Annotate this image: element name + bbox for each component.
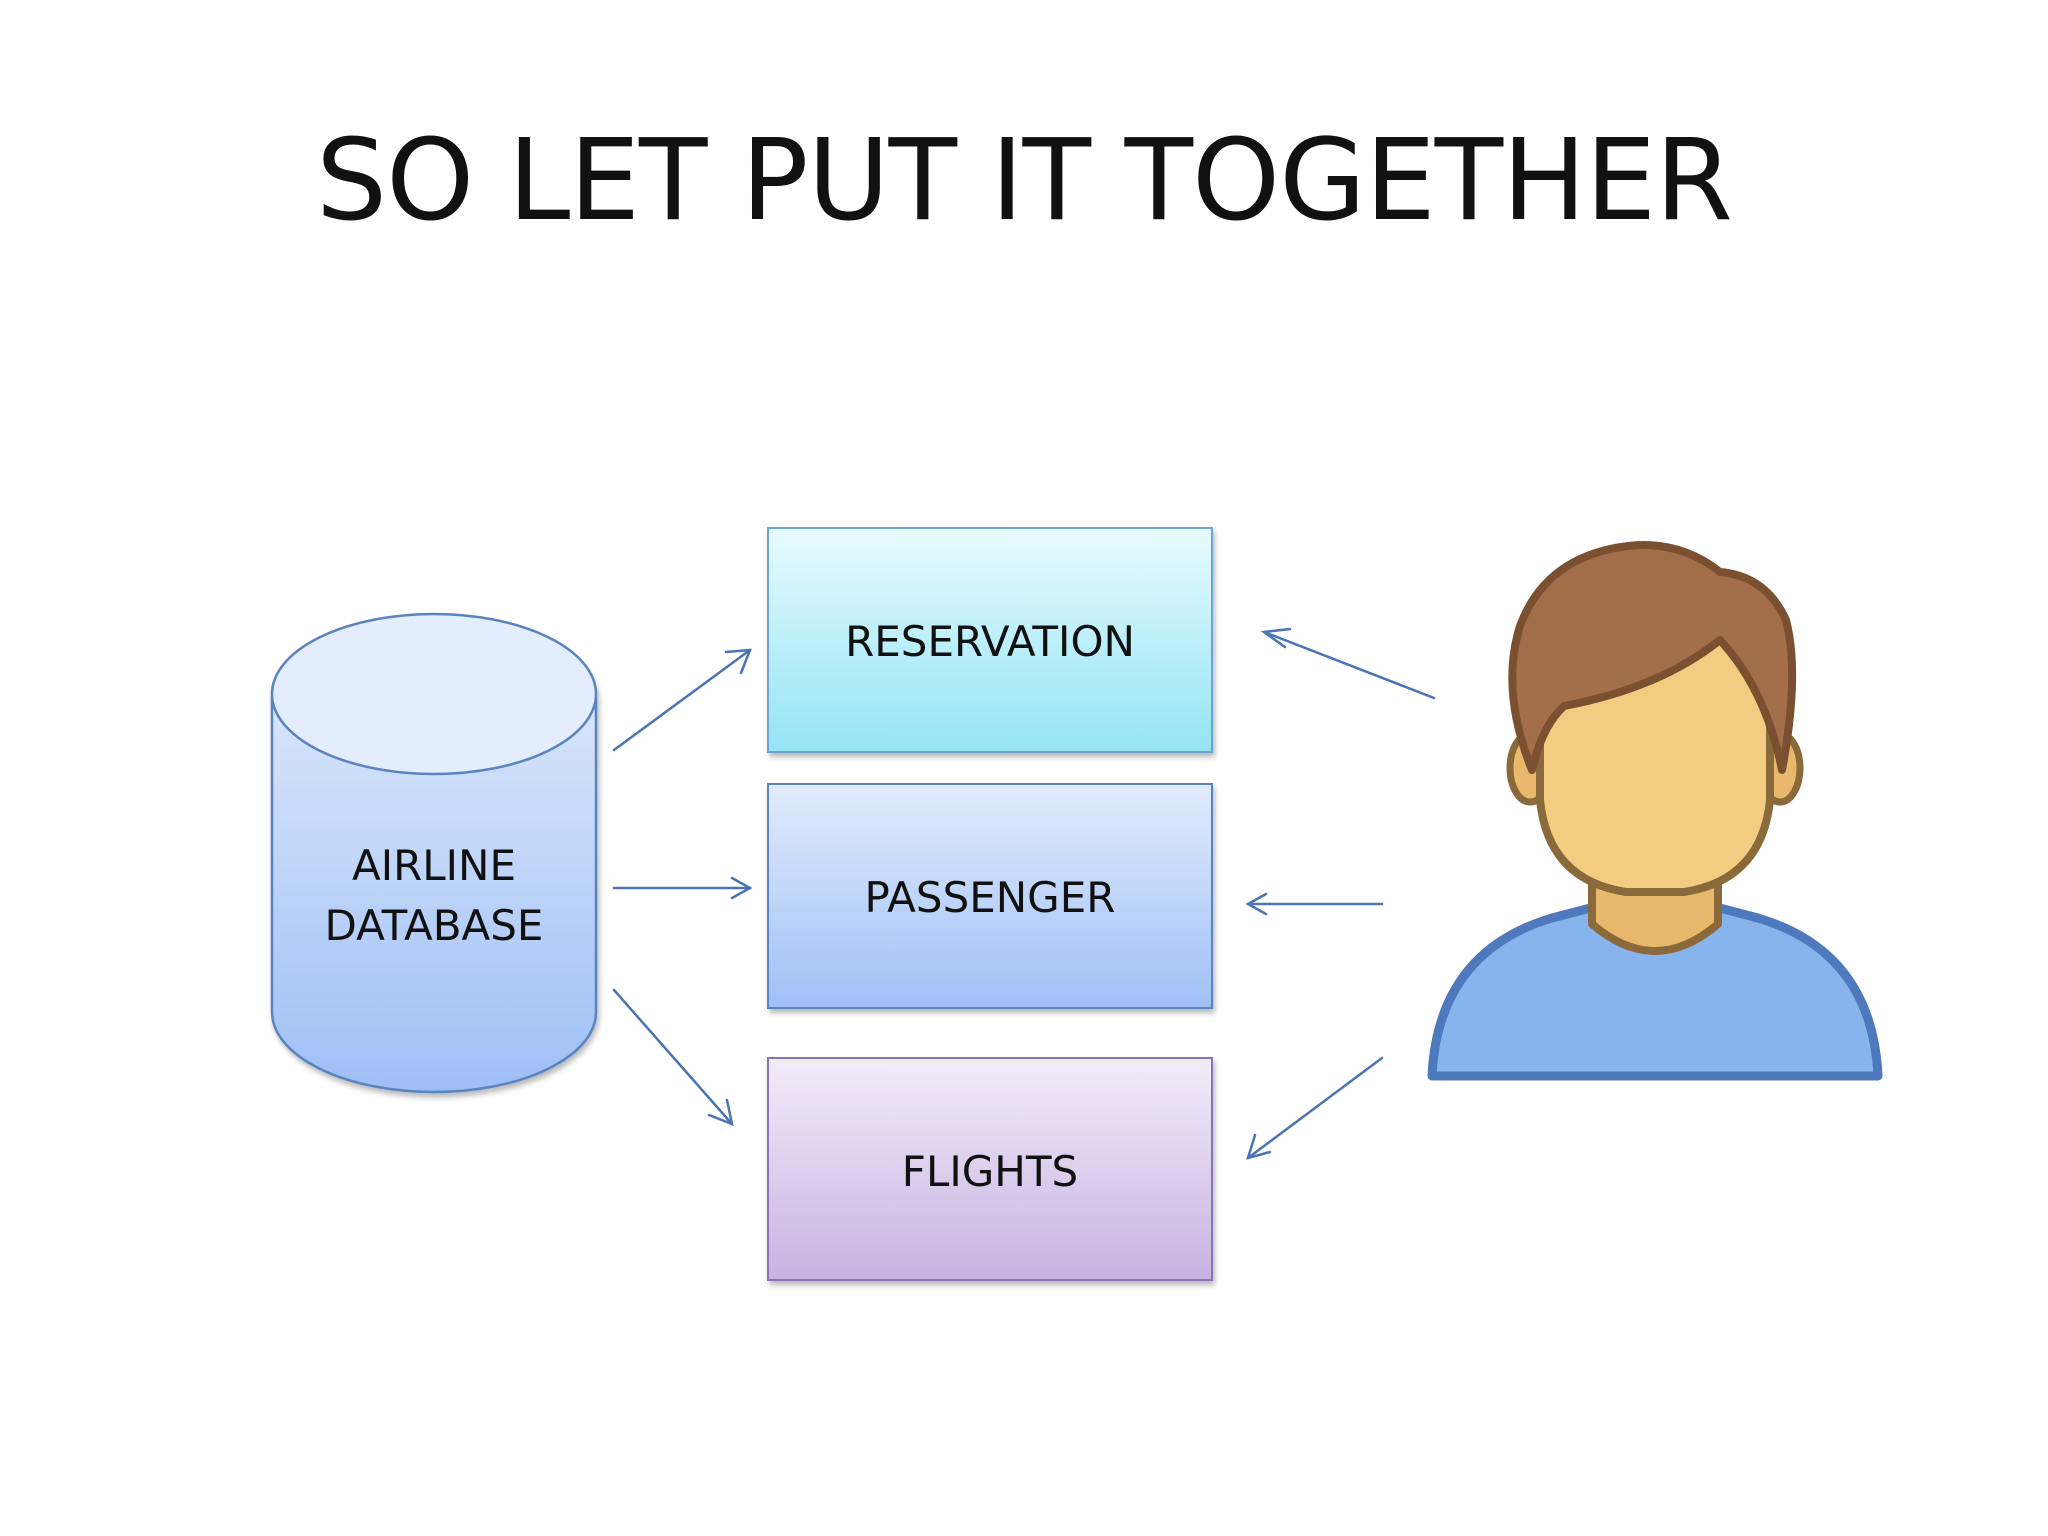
arrows <box>612 627 1436 1160</box>
database-label-line2: DATABASE <box>325 901 544 950</box>
database-top <box>270 612 598 776</box>
person-icon <box>1427 541 1883 1081</box>
arrow-user-to-flights <box>1246 1056 1384 1160</box>
arrow-database-to-flights <box>612 988 734 1127</box>
database-label-line1: AIRLINE <box>352 841 516 890</box>
passenger-label: PASSENGER <box>865 873 1116 922</box>
arrow-database-to-passenger <box>612 876 753 900</box>
arrow-user-to-passenger <box>1245 892 1384 916</box>
reservation-label: RESERVATION <box>845 617 1135 666</box>
flights-label: FLIGHTS <box>902 1147 1078 1196</box>
arrow-user-to-reservation <box>1260 627 1436 700</box>
person-hair <box>1508 541 1797 774</box>
slide-title: SO LET PUT IT TOGETHER <box>316 116 1733 246</box>
reservation-box: RESERVATION <box>767 527 1213 753</box>
passenger-box: PASSENGER <box>767 783 1213 1009</box>
flights-box: FLIGHTS <box>767 1057 1213 1281</box>
arrow-database-to-reservation <box>612 648 752 752</box>
airline-database: AIRLINE DATABASE <box>270 612 598 1094</box>
